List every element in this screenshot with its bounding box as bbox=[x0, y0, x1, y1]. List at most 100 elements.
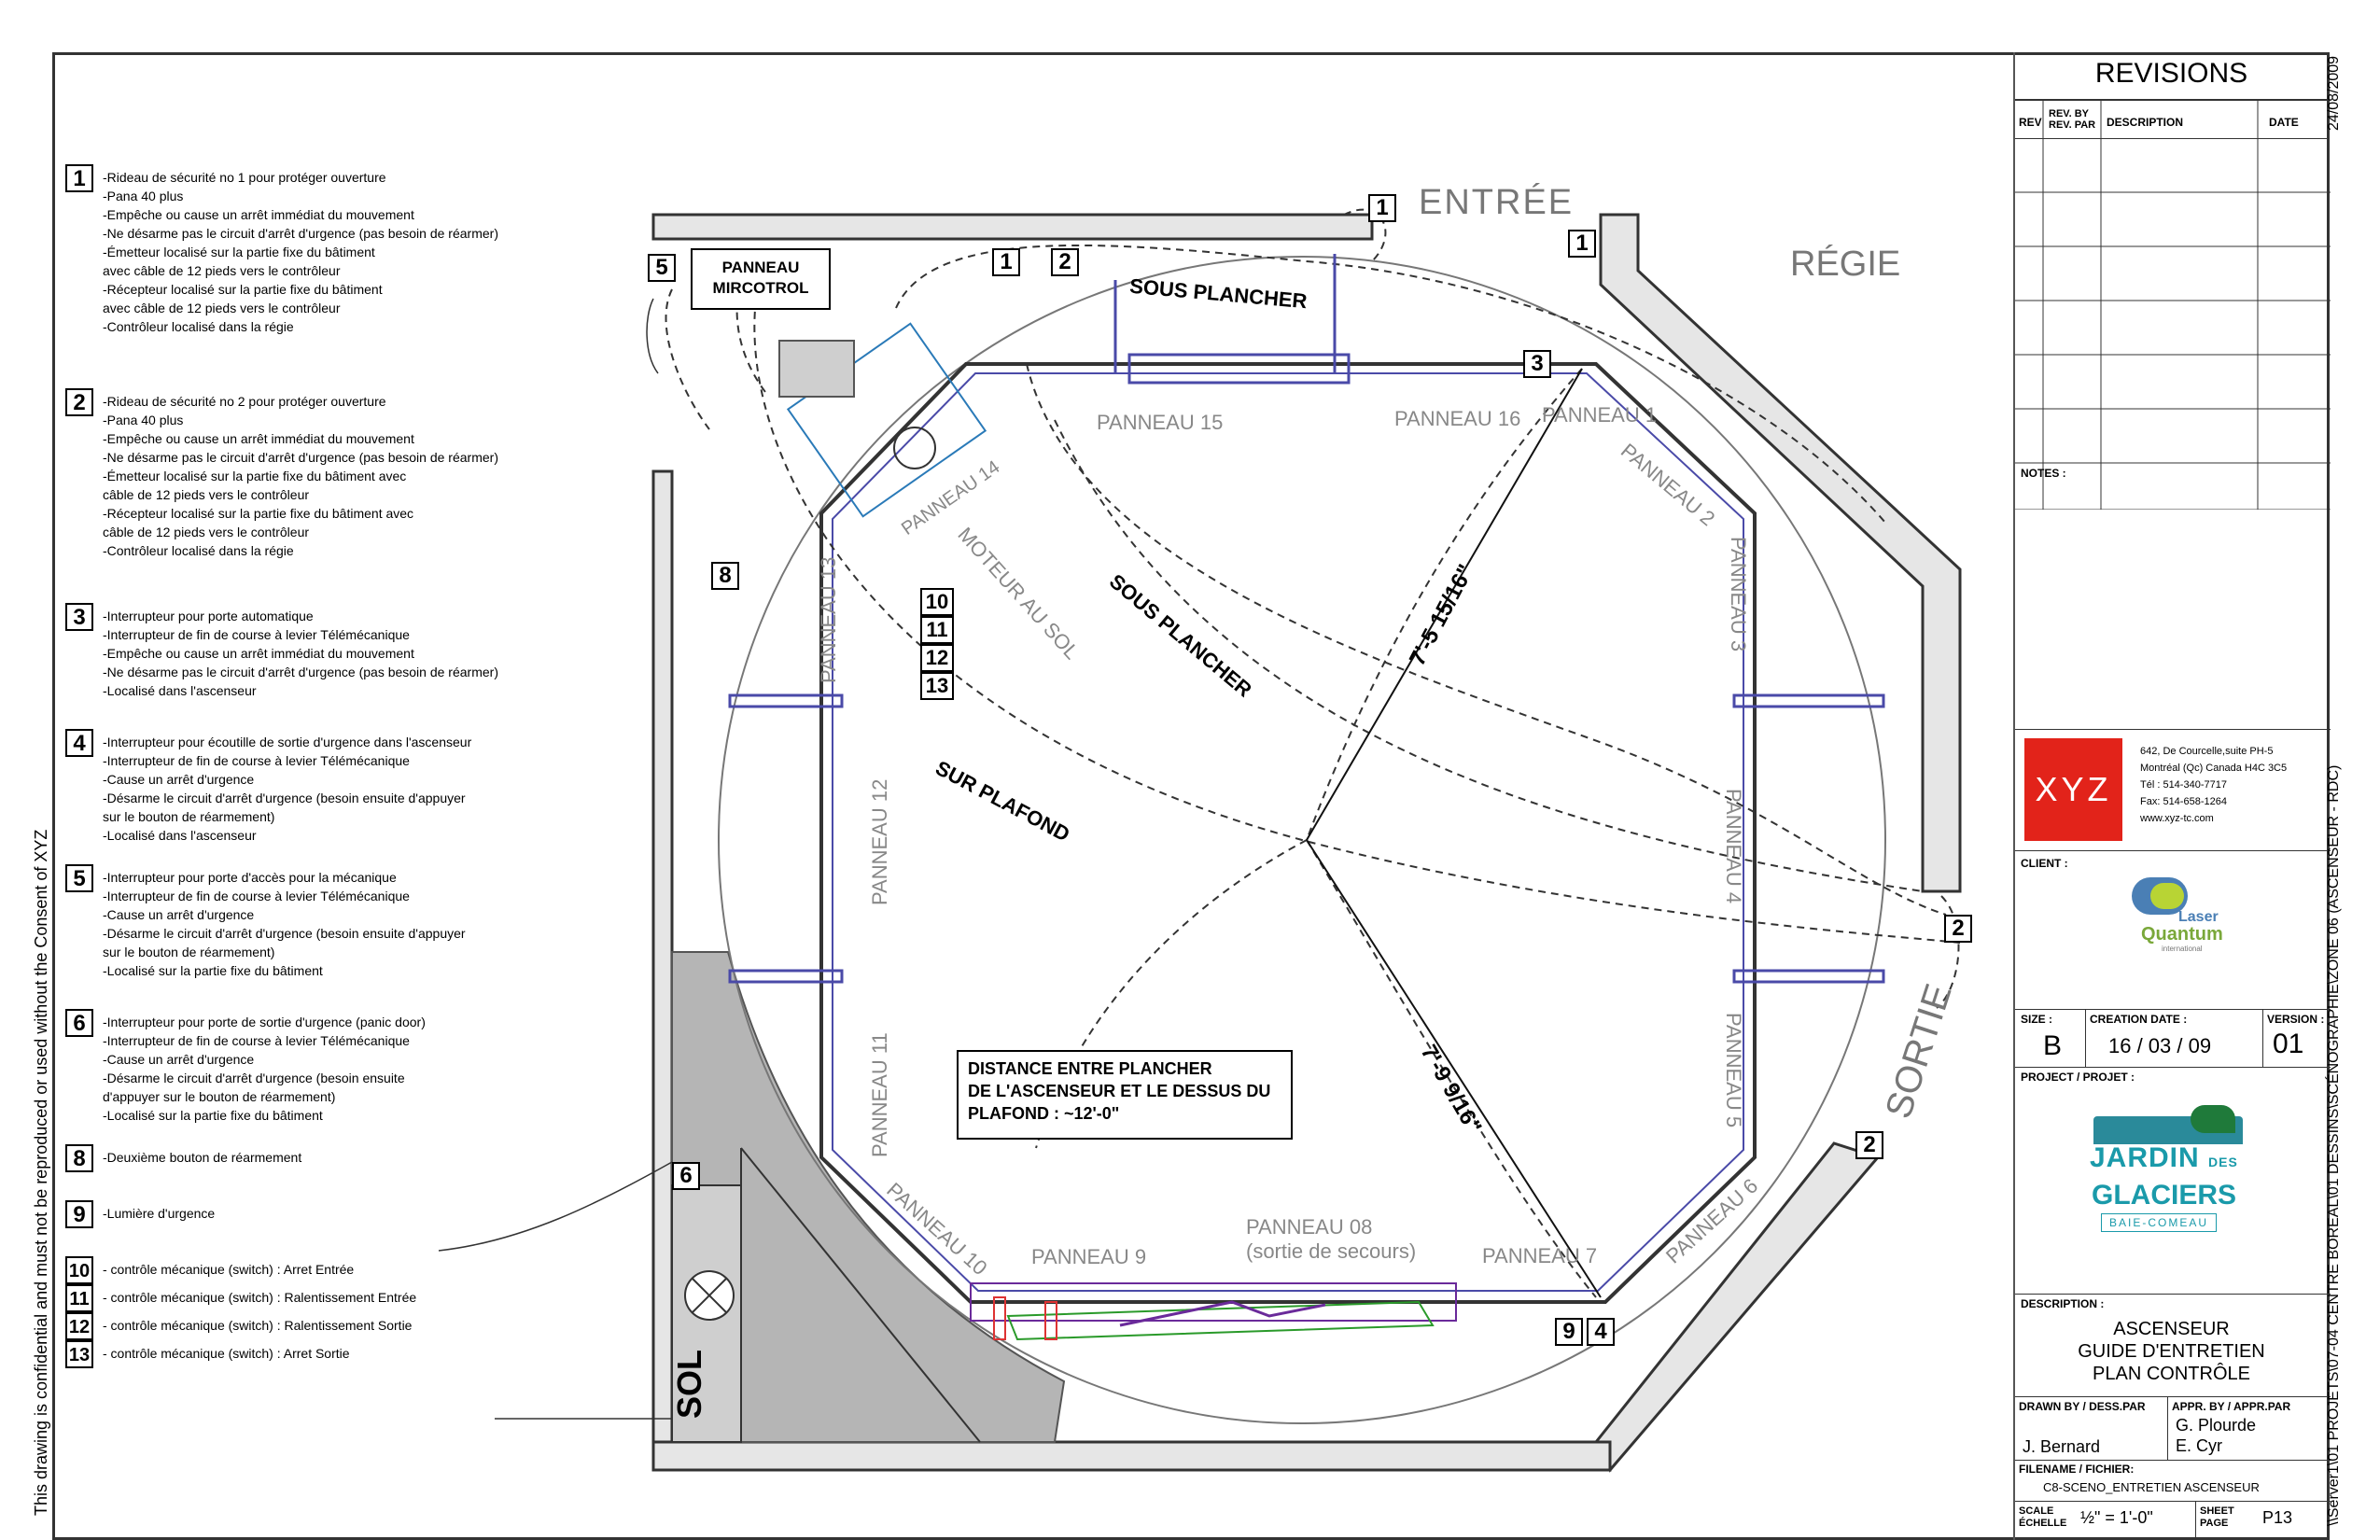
marker-11: 11 bbox=[920, 616, 954, 644]
legend-text: d'appuyer sur le bouton de réarmement) bbox=[103, 1089, 336, 1104]
legend-text: -Interrupteur pour porte de sortie d'urg… bbox=[103, 1015, 426, 1029]
label-panneau-12: PANNEAU 12 bbox=[868, 778, 891, 905]
marker-2-sortie: 2 bbox=[1944, 915, 1972, 943]
motor-unit bbox=[778, 322, 987, 518]
distance-note-line: DE L'ASCENSEUR ET LE DESSUS DU bbox=[968, 1082, 1271, 1100]
company-logo: XYZ bbox=[2024, 738, 2122, 841]
building-walls bbox=[651, 213, 1962, 1473]
address-line: 642, De Courcelle,suite PH-5 bbox=[2140, 746, 2274, 757]
legend-text: -Lumière d'urgence bbox=[103, 1206, 216, 1221]
legend-text: -Empêche ou cause un arrêt immédiat du m… bbox=[103, 207, 414, 222]
sol-area-shading bbox=[671, 951, 1066, 1443]
marker-13: 13 bbox=[920, 672, 954, 700]
legend-number: 4 bbox=[65, 729, 93, 757]
legend-number: 11 bbox=[65, 1284, 93, 1312]
address-line: Fax: 514-658-1264 bbox=[2140, 796, 2227, 807]
description-text: ASCENSEUR GUIDE D'ENTRETIEN PLAN CONTRÔL… bbox=[2015, 1318, 2328, 1385]
file-path: \\Server1\01 PROJETS\07-04 CENTRE BOREAL… bbox=[2326, 764, 2342, 1526]
marker-2-sortie-lower: 2 bbox=[1855, 1131, 1883, 1159]
drain-symbol bbox=[684, 1270, 735, 1321]
divider bbox=[2015, 1460, 2331, 1461]
size-label: SIZE : bbox=[2021, 1013, 2053, 1026]
legend-number: 6 bbox=[65, 1009, 93, 1037]
divider bbox=[2015, 99, 2328, 101]
appr-by-value: G. Plourde E. Cyr bbox=[2176, 1415, 2256, 1456]
project-logo-jardin-text: JARDIN bbox=[2090, 1142, 2200, 1173]
legend-text: -Pana 40 plus bbox=[103, 413, 184, 427]
sheet-label: SHEET PAGE bbox=[2200, 1505, 2234, 1530]
creation-date-label: CREATION DATE : bbox=[2090, 1013, 2188, 1026]
floor-mechanism bbox=[970, 1282, 1457, 1341]
version-value: 01 bbox=[2273, 1029, 2304, 1059]
rev-header-date: DATE bbox=[2269, 116, 2299, 129]
project-logo-leaf bbox=[2191, 1105, 2235, 1133]
company-address: 642, De Courcelle,suite PH-5 Montréal (Q… bbox=[2140, 743, 2287, 827]
filename-label: FILENAME / FICHIER: bbox=[2019, 1463, 2135, 1476]
appr-by-label: APPR. BY / APPR.PAR bbox=[2172, 1400, 2291, 1413]
project-logo-jardin: JARDIN DES bbox=[2090, 1142, 2238, 1174]
sheet-label-line: SHEET bbox=[2200, 1505, 2234, 1517]
rotation-envelope bbox=[718, 256, 1886, 1424]
rev-header-rev: REV bbox=[2019, 116, 2042, 129]
client-logo-international: international bbox=[2162, 945, 2203, 953]
project-logo: JARDIN DES bbox=[2090, 1105, 2247, 1183]
marker-4: 4 bbox=[1587, 1318, 1615, 1346]
label-panneau-8: PANNEAU 08 bbox=[1246, 1215, 1373, 1239]
marker-5: 5 bbox=[648, 254, 676, 282]
legend-number: 13 bbox=[65, 1340, 93, 1368]
legend-number: 3 bbox=[65, 603, 93, 631]
legend-text: -Rideau de sécurité no 2 pour protéger o… bbox=[103, 394, 386, 409]
marker-12: 12 bbox=[920, 644, 954, 672]
marker-1-entree: 1 bbox=[1368, 194, 1396, 222]
client-logo-laser: Laser bbox=[2178, 909, 2219, 925]
label-sol: SOL bbox=[670, 1349, 708, 1419]
legend-text: avec câble de 12 pieds vers le contrôleu… bbox=[103, 301, 341, 315]
legend-text: -Interrupteur de fin de course à levier … bbox=[103, 627, 410, 642]
legend-text: - contrôle mécanique (switch) : Arret En… bbox=[103, 1262, 355, 1277]
legend-number: 2 bbox=[65, 388, 93, 416]
label-panneau-5: PANNEAU 5 bbox=[1722, 1013, 1745, 1128]
client-logo: Laser Quantum international bbox=[2113, 874, 2234, 958]
legend-text: -Pana 40 plus bbox=[103, 189, 184, 203]
legend-text: -Localisé dans l'ascenseur bbox=[103, 828, 257, 843]
scale-value: ½" = 1'-0" bbox=[2080, 1508, 2153, 1527]
divider bbox=[2015, 138, 2328, 139]
cabin-outline bbox=[819, 362, 1757, 1304]
legend-text: -Émetteur localisé sur la partie fixe du… bbox=[103, 245, 375, 259]
marker-1-regie: 1 bbox=[1568, 230, 1596, 258]
sheet-border bbox=[52, 52, 2330, 1540]
legend-text: -Interrupteur pour écoutille de sortie d… bbox=[103, 735, 472, 749]
panneau-mircotrol-line: MIRCOTROL bbox=[712, 279, 809, 297]
address-line: Montréal (Qc) Canada H4C 3C5 bbox=[2140, 763, 2288, 774]
legend-text: -Désarme le circuit d'arrêt d'urgence (b… bbox=[103, 791, 466, 805]
legend-text: -Ne désarme pas le circuit d'arrêt d'urg… bbox=[103, 665, 498, 679]
client-logo-quantum: Quantum bbox=[2141, 924, 2223, 945]
label-panneau-11: PANNEAU 11 bbox=[868, 1032, 891, 1157]
legend-text: -Contrôleur localisé dans la régie bbox=[103, 319, 294, 334]
description-line: GUIDE D'ENTRETIEN bbox=[2078, 1341, 2265, 1362]
legend-number: 1 bbox=[65, 164, 93, 192]
legend-text: -Ne désarme pas le circuit d'arrêt d'urg… bbox=[103, 226, 498, 241]
label-panneau-8-sub: (sortie de secours) bbox=[1246, 1239, 1417, 1263]
scale-label: SCALE ÉCHELLE bbox=[2019, 1505, 2066, 1530]
rev-header-by-line: REV. PAR bbox=[2049, 119, 2096, 131]
distance-note-line: PLAFOND : ~12'-0" bbox=[968, 1104, 1120, 1123]
legend-text: -Interrupteur pour porte d'accès pour la… bbox=[103, 870, 397, 885]
legend-text: -Ne désarme pas le circuit d'arrêt d'urg… bbox=[103, 450, 498, 465]
legend-text: -Interrupteur de fin de course à levier … bbox=[103, 889, 410, 903]
label-panneau-16: PANNEAU 16 bbox=[1394, 407, 1521, 430]
marker-8: 8 bbox=[711, 562, 739, 590]
divider bbox=[2262, 1009, 2263, 1067]
project-logo-baie-comeau: BAIE-COMEAU bbox=[2101, 1213, 2218, 1232]
size-value: B bbox=[2043, 1030, 2063, 1061]
legend-number: 10 bbox=[65, 1256, 93, 1284]
date-stamp: 24/08/2009 bbox=[2326, 55, 2342, 131]
divider bbox=[2167, 1396, 2168, 1460]
address-line: www.xyz-tc.com bbox=[2140, 813, 2214, 824]
description-line: PLAN CONTRÔLE bbox=[2093, 1364, 2250, 1384]
distance-note-line: DISTANCE ENTRE PLANCHER bbox=[968, 1059, 1212, 1078]
legend-text: -Empêche ou cause un arrêt immédiat du m… bbox=[103, 646, 414, 661]
description-label: DESCRIPTION : bbox=[2021, 1297, 2105, 1310]
drawn-by-label: DRAWN BY / DESS.PAR bbox=[2019, 1400, 2146, 1413]
label-panneau-1: PANNEAU 1 bbox=[1542, 403, 1658, 427]
